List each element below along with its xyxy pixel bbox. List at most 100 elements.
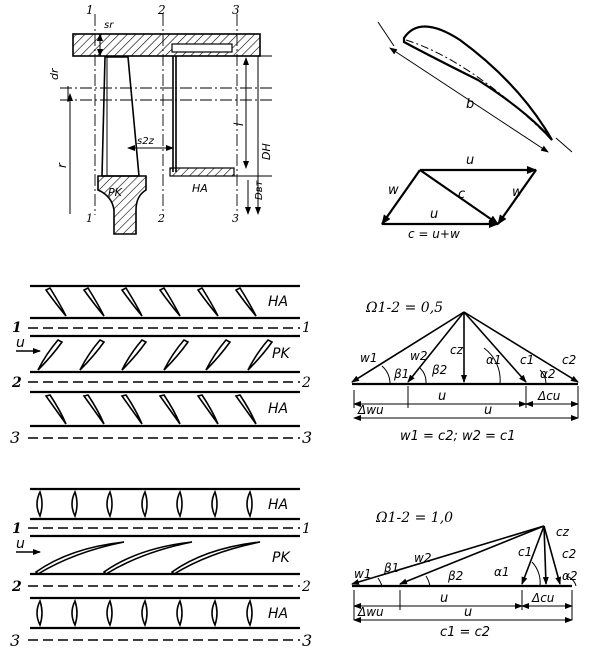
label-alpha2-b: α2 [562, 569, 578, 583]
rotor-blade [101, 56, 140, 177]
label-w2-b: w2 [414, 551, 431, 565]
stage-meridional-section: 1 2 3 1 2 3 sr dr r s2z l DH Dвт PK HA [48, 3, 273, 235]
vector-c [419, 169, 499, 225]
label-s2z: s2z [137, 136, 155, 147]
label-w-right: w [512, 185, 523, 200]
label-dcu-b: Δcu [531, 591, 555, 605]
label-c2-a: c2 [562, 353, 576, 367]
label-section-2-top: 2 [157, 3, 166, 17]
label-u-top: u [466, 153, 474, 168]
label-c: c [458, 187, 465, 202]
label-dr: dr [48, 67, 61, 80]
label-section-1-bot: 1 [86, 212, 93, 225]
label-r: r [55, 162, 69, 168]
airfoil-profile: b [377, 21, 573, 153]
equation-b: c1 = c2 [440, 625, 490, 640]
rk-blades [37, 339, 274, 371]
vector-w-right [497, 169, 537, 225]
velocity-triangles-10: Ω1-2 = 1,0 w1 w2 cz c1 c2 β1 β2 α1 α2 u … [351, 510, 578, 640]
label-2-left-a: 2 [11, 375, 22, 391]
label-sr: sr [104, 20, 114, 31]
stator-hub-ring [169, 167, 235, 177]
label-3-left-b: 3 [10, 631, 20, 650]
label-cz-a: cz [450, 343, 464, 357]
label-na-top-a: HA [268, 294, 288, 310]
label-section-3-bot: 3 [232, 212, 239, 225]
label-w-left: w [388, 183, 399, 198]
label-dwu-a: Δwu [357, 403, 384, 417]
label-section-2-bot: 2 [157, 212, 165, 225]
velocity-parallelogram: u w c w u c = u+w [381, 153, 537, 241]
label-dbt: Dвт [254, 179, 265, 200]
equation-c-u-w: c = u+w [408, 227, 460, 241]
label-w1-a: w1 [360, 351, 377, 365]
na-blades-top [44, 286, 257, 317]
na-blades-top-b [36, 489, 253, 519]
vector-w1-a [351, 311, 465, 383]
label-1-right-b: 1 [302, 521, 311, 537]
label-na-bottom-a: HA [268, 401, 288, 417]
label-u-bottom: u [430, 207, 438, 222]
label-1-right-a: 1 [302, 320, 311, 336]
label-alpha2-a: α2 [540, 367, 556, 381]
vector-c2-a [463, 311, 579, 383]
label-dh: DH [260, 143, 273, 160]
label-1-left-b: 1 [12, 521, 22, 537]
label-beta2-a: β2 [431, 363, 447, 377]
label-beta2-b: β2 [447, 569, 463, 583]
label-dcu-a: Δcu [537, 389, 561, 403]
label-3-left-a: 3 [10, 428, 20, 447]
vector-w2-b [399, 525, 545, 585]
label-alpha1-a: α1 [486, 353, 502, 367]
label-l: l [232, 122, 246, 126]
vector-w1-b [351, 525, 545, 585]
rotor-root [97, 175, 147, 235]
na-shroud-groove [171, 43, 233, 53]
equation-a: w1 = c2; w2 = c1 [400, 429, 515, 444]
label-w2-a: w2 [410, 349, 427, 363]
vector-c2-b [543, 525, 562, 585]
label-1-left-a: 1 [12, 320, 22, 336]
label-section-1-top: 1 [86, 3, 94, 17]
label-2-right-a: 2 [301, 375, 311, 391]
label-rk-a: PK [272, 346, 291, 362]
airfoil-outline [402, 25, 553, 141]
label-u-outer-a: u [484, 403, 492, 418]
rk-blades-b [34, 541, 261, 576]
label-beta1-a: β1 [393, 367, 409, 381]
label-c1-a: c1 [520, 353, 534, 367]
label-u-cascade-a: u [16, 335, 25, 351]
label-u-inner-a: u [438, 389, 446, 404]
cascade-reaction-05: u HA PK HA 1 1 2 2 3 3 [10, 284, 312, 447]
label-c1-b: c1 [518, 545, 532, 559]
label-3-right-b: 3 [302, 631, 312, 650]
label-u-cascade-b: u [16, 536, 25, 552]
velocity-triangles-05: Ω1-2 = 0,5 w1 w2 cz c1 c2 β1 β2 α1 α2 u … [351, 300, 579, 444]
na-blades-bottom [44, 394, 257, 425]
label-2-right-b: 2 [301, 579, 311, 595]
cascade-reaction-10: u HA PK HA 1 1 2 2 3 3 [10, 487, 312, 650]
label-u-inner-b: u [440, 591, 448, 606]
label-na-section: HA [192, 182, 208, 195]
label-rk-section: PK [108, 186, 123, 199]
label-beta1-b: β1 [383, 561, 399, 575]
label-cz-b: cz [556, 525, 570, 539]
label-section-3-top: 3 [232, 3, 240, 17]
vector-w2-a [407, 311, 465, 383]
vector-c1-b [521, 525, 545, 585]
label-3-right-a: 3 [302, 428, 312, 447]
omega-a: Ω1-2 = 0,5 [365, 300, 443, 316]
label-c2-b: c2 [562, 547, 576, 561]
label-w1-b: w1 [354, 567, 371, 581]
label-alpha1-b: α1 [494, 565, 510, 579]
label-dwu-b: Δwu [357, 605, 384, 619]
label-chord-b: b [466, 97, 474, 112]
label-na-top-b: HA [268, 497, 288, 513]
label-na-bottom-b: HA [268, 606, 288, 622]
vector-w-left [381, 169, 421, 225]
vector-c1-a [463, 311, 527, 383]
label-u-outer-b: u [464, 605, 472, 620]
label-rk-b: PK [272, 550, 291, 566]
na-blades-bottom-b [36, 598, 253, 628]
